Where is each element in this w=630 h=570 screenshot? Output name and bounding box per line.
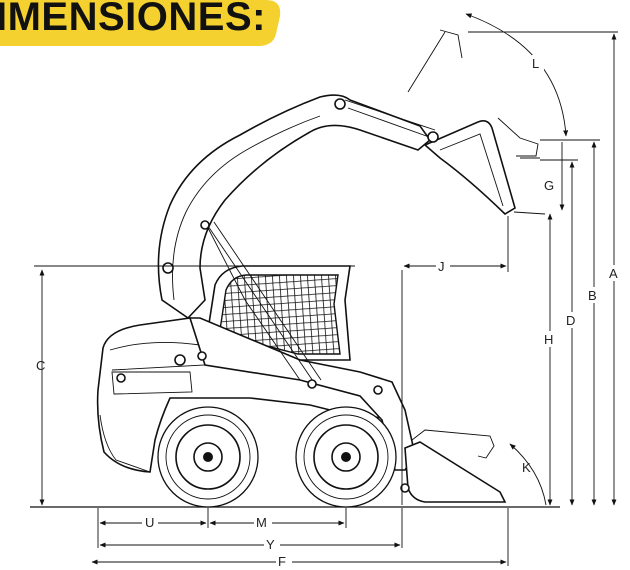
label-a: A — [609, 266, 618, 281]
label-j: J — [438, 259, 445, 274]
label-m: M — [256, 515, 267, 530]
banner-title: IMENSIONES: — [0, 0, 266, 39]
dimension-lines — [34, 13, 618, 566]
label-k: K — [522, 460, 531, 475]
dim-k-arc — [509, 443, 547, 506]
header-banner: IMENSIONES: — [0, 0, 281, 46]
label-u: U — [145, 515, 154, 530]
label-h: H — [544, 332, 553, 347]
cab-grille — [219, 274, 341, 355]
banner-background — [0, 0, 281, 46]
dimension-labels: A B D H G L J C K U M Y F — [36, 55, 621, 570]
label-y: Y — [266, 537, 275, 552]
rear-body — [96, 317, 396, 473]
label-b: B — [588, 288, 597, 303]
skid-steer-loader — [96, 29, 539, 508]
lift-arm-link — [204, 221, 301, 381]
label-f: F — [278, 554, 286, 569]
tilt-cylinder — [344, 99, 436, 139]
label-d: D — [566, 313, 575, 328]
side-panel — [111, 371, 193, 395]
label-l: L — [532, 56, 539, 71]
front-wheel — [295, 406, 397, 508]
pivot-pins — [116, 98, 439, 493]
label-c: C — [36, 358, 45, 373]
label-g: G — [544, 178, 554, 193]
lift-cylinder — [207, 221, 322, 385]
lowered-bucket-ghost — [411, 429, 495, 459]
lift-arm-inner — [172, 115, 321, 301]
rear-wheel — [157, 406, 259, 508]
rear-bumper — [99, 414, 151, 473]
lowered-bucket — [404, 441, 507, 503]
lift-arm — [157, 94, 432, 320]
